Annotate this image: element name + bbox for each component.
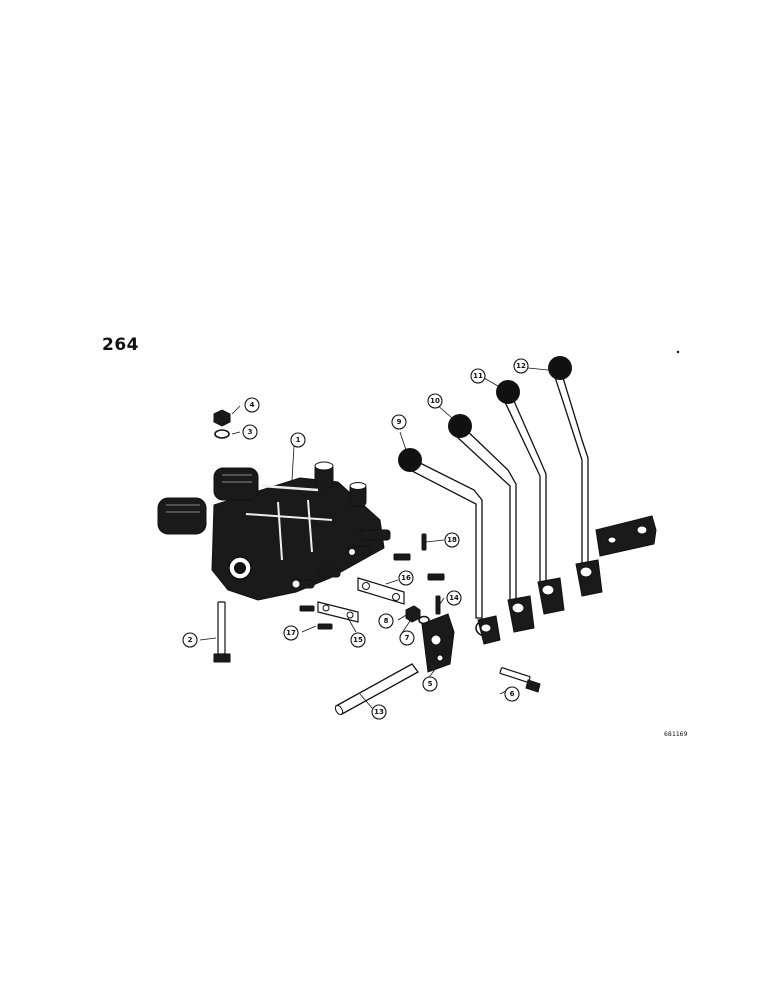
nut-and-washer (213, 409, 231, 439)
svg-text:12: 12 (516, 362, 526, 370)
small-bolts (299, 533, 445, 630)
page-number: 264 (102, 335, 139, 355)
callout-7: 7 (399, 630, 415, 646)
svg-text:7: 7 (405, 634, 410, 642)
svg-text:8: 8 (384, 617, 389, 625)
figure-reference-code: 681169 (664, 730, 688, 738)
svg-text:17: 17 (286, 629, 296, 637)
svg-text:9: 9 (397, 418, 402, 426)
link-plates (317, 577, 405, 623)
svg-text:16: 16 (401, 574, 411, 582)
callout-8: 8 (378, 613, 394, 629)
callout-15: 15 (350, 632, 366, 648)
leader-lines (199, 367, 549, 709)
svg-text:10: 10 (430, 397, 440, 405)
long-bolt (213, 601, 231, 663)
callout-12: 12 (513, 358, 529, 374)
svg-text:4: 4 (250, 401, 255, 409)
svg-text:15: 15 (353, 636, 363, 644)
callout-10: 10 (427, 393, 443, 409)
callout-5: 5 (422, 676, 438, 692)
callout-6: 6 (504, 686, 520, 702)
svg-text:13: 13 (374, 708, 384, 716)
callout-4: 4 (244, 397, 260, 413)
bracket-plate (421, 613, 455, 673)
callout-16: 16 (398, 570, 414, 586)
callout-14: 14 (446, 590, 462, 606)
svg-text:14: 14 (449, 594, 459, 602)
control-valve-body (157, 461, 391, 601)
svg-text:3: 3 (248, 428, 253, 436)
control-levers (398, 356, 657, 645)
small-nut-washer (405, 605, 430, 625)
callout-3: 3 (242, 424, 258, 440)
svg-text:6: 6 (510, 690, 515, 698)
pivot-rod (334, 663, 419, 716)
svg-text:1: 1 (296, 436, 301, 444)
callout-13: 13 (371, 704, 387, 720)
svg-text:2: 2 (188, 636, 193, 644)
callout-2: 2 (182, 632, 198, 648)
svg-text:5: 5 (428, 680, 433, 688)
callout-11: 11 (470, 368, 486, 384)
callout-18: 18 (444, 532, 460, 548)
callout-1: 1 (290, 432, 306, 448)
callout-17: 17 (283, 625, 299, 641)
bracket-bolt (499, 667, 541, 693)
svg-text:11: 11 (473, 372, 483, 380)
svg-text:18: 18 (447, 536, 457, 544)
stray-dot (676, 350, 680, 354)
callout-9: 9 (391, 414, 407, 430)
